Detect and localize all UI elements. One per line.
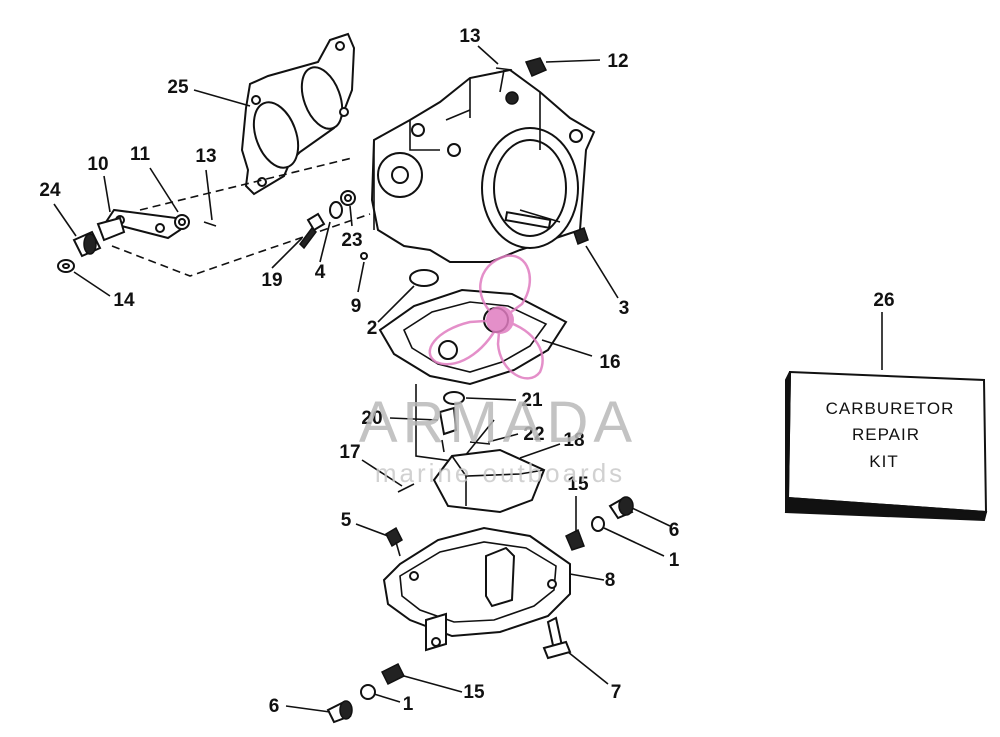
pin-17: [397, 483, 415, 493]
gasket-21: [443, 391, 465, 405]
callout-14: 14: [113, 290, 135, 311]
kit-label-line3: KIT: [869, 452, 898, 471]
callout-24: 24: [39, 180, 61, 201]
callout-2: 2: [367, 318, 378, 339]
link-10: [96, 208, 182, 242]
callout-22: 22: [523, 424, 544, 445]
callout-8: 8: [605, 570, 616, 591]
washer-4: [329, 201, 343, 219]
washer-23: [340, 190, 356, 206]
pin-13-left: [203, 221, 217, 227]
carburetor-repair-kit-box: CARBURETOR REPAIR KIT: [784, 370, 988, 522]
spring-15-bottom: [380, 662, 406, 686]
callout-18: 18: [563, 430, 584, 451]
callout-25: 25: [167, 77, 189, 98]
leader-lines: [53, 45, 883, 713]
screw-5: [385, 526, 403, 557]
callout-23: 23: [341, 230, 362, 251]
kit-label-line2: REPAIR: [852, 425, 920, 444]
callout-13-top: 13: [459, 26, 480, 47]
spring-15-right: [565, 528, 585, 551]
washer-1-right: [591, 516, 605, 532]
callout-15-right: 15: [567, 474, 589, 495]
washer-1-bottom: [360, 684, 376, 700]
float-18: [432, 448, 546, 514]
callout-9: 9: [351, 296, 362, 317]
gasket-25: [240, 32, 356, 196]
watermark-tagline: marine outboards: [375, 458, 625, 488]
callout-11: 11: [130, 144, 151, 165]
callout-6-right: 6: [669, 520, 680, 541]
gasket-2: [409, 269, 439, 287]
callout-16: 16: [599, 352, 620, 373]
clip-22: [469, 441, 491, 445]
propeller-logo: [428, 254, 544, 380]
ball-9: [360, 252, 368, 260]
callout-13-left: 13: [195, 146, 216, 167]
float-bowl-8: [382, 526, 571, 652]
callout-26: 26: [873, 290, 894, 311]
callout-4: 4: [315, 262, 326, 283]
watermark-brand: ARMADA: [359, 390, 637, 455]
callout-1-bottom: 1: [403, 694, 414, 715]
kit-label-line1: CARBURETOR: [826, 399, 955, 418]
armada-watermark: ARMADA marine outboards: [359, 254, 637, 488]
callout-3: 3: [619, 298, 630, 319]
bushing-24: [72, 230, 102, 258]
callout-19: 19: [261, 270, 282, 291]
pin-13-top: [495, 67, 513, 71]
screw-19: [299, 212, 326, 250]
callout-labels: 25 13 12 13 11 10 24 14 19 4 23 9 2 3 16…: [39, 26, 894, 717]
plug-6-bottom: [326, 700, 353, 724]
screw-7: [542, 616, 572, 660]
callout-21: 21: [521, 390, 543, 411]
needle-seat-20: [438, 406, 458, 453]
screw-12: [524, 57, 548, 77]
callout-12: 12: [607, 51, 628, 72]
plug-6-right: [608, 496, 634, 520]
callout-6-bottom: 6: [269, 696, 280, 717]
callout-5: 5: [341, 510, 352, 531]
callout-17: 17: [339, 442, 360, 463]
screw-3: [573, 227, 589, 245]
washer-11: [174, 214, 190, 230]
callout-15-bottom: 15: [463, 682, 485, 703]
callout-20: 20: [361, 408, 382, 429]
callout-1-right: 1: [669, 550, 680, 571]
washer-14: [57, 259, 75, 273]
gasket-16: [378, 288, 568, 386]
callout-7: 7: [611, 682, 622, 703]
carburetor-body: [370, 68, 596, 263]
callout-10: 10: [87, 154, 108, 175]
